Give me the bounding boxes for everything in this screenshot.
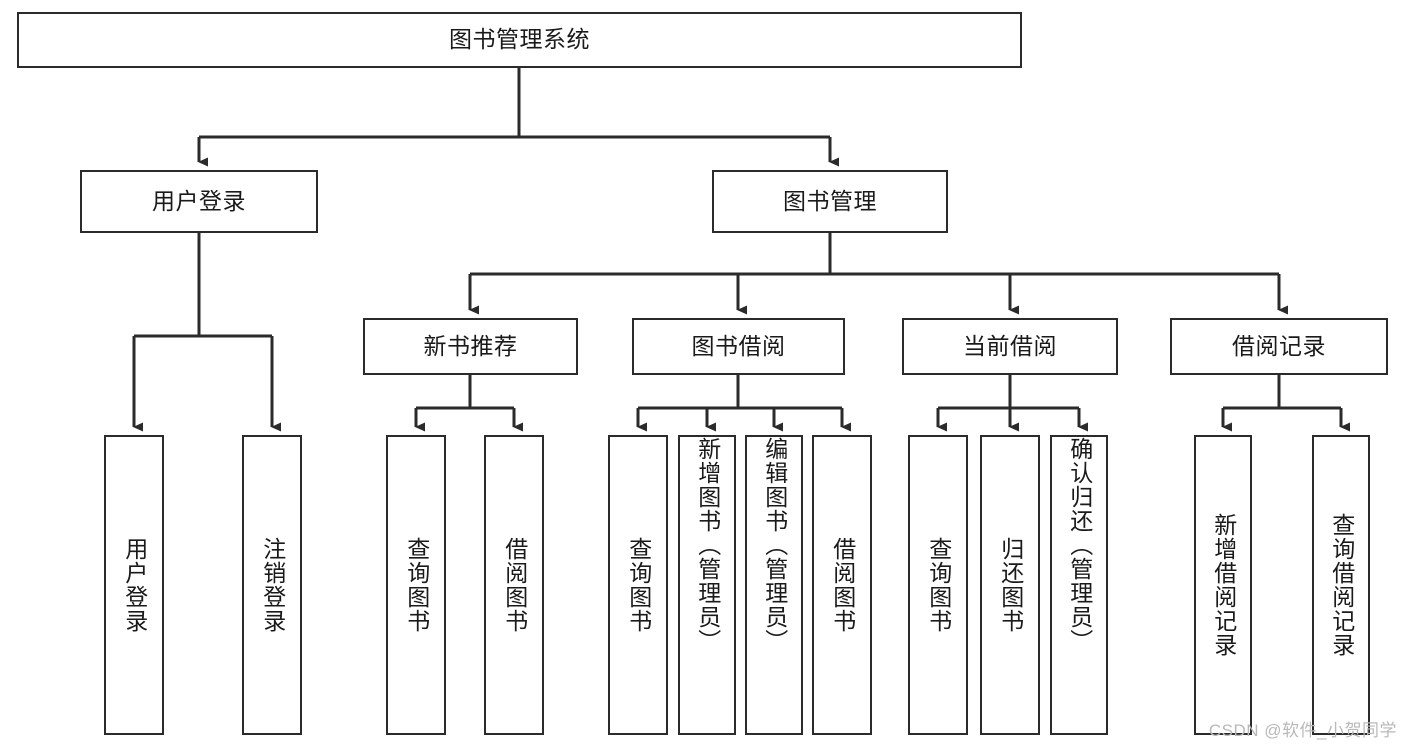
- leaf-query-book-current[interactable]: 查询图书: [908, 435, 968, 735]
- leaf-return-book[interactable]: 归还图书: [980, 435, 1040, 735]
- leaf-confirm-return-admin[interactable]: 确认归还（管理员）: [1050, 435, 1108, 735]
- leaf-user-login[interactable]: 用户登录: [104, 435, 164, 735]
- leaf-query-book-recommend[interactable]: 查询图书: [386, 435, 446, 735]
- node-current-borrow[interactable]: 当前借阅: [902, 318, 1118, 375]
- leaf-add-borrow-record-label: 新增借阅记录: [1210, 513, 1237, 657]
- leaf-edit-book-admin[interactable]: 编辑图书（管理员）: [745, 435, 803, 735]
- node-book-borrow[interactable]: 图书借阅: [632, 318, 845, 375]
- leaf-query-borrow-record[interactable]: 查询借阅记录: [1312, 435, 1370, 735]
- node-book-management[interactable]: 图书管理: [712, 170, 948, 233]
- leaf-query-book-borrow-label: 查询图书: [625, 537, 652, 633]
- node-book-management-label: 图书管理: [783, 187, 877, 214]
- leaf-add-book-admin-label: 新增图书（管理员）: [694, 437, 721, 653]
- leaf-confirm-return-admin-label: 确认归还（管理员）: [1066, 437, 1093, 653]
- leaf-query-book-current-label: 查询图书: [925, 537, 952, 633]
- node-user-login-label: 用户登录: [152, 187, 246, 214]
- node-new-book-recommend[interactable]: 新书推荐: [363, 318, 578, 375]
- leaf-borrow-book-recommend-label: 借阅图书: [501, 537, 528, 633]
- leaf-user-login-label: 用户登录: [121, 537, 148, 633]
- leaf-borrow-book[interactable]: 借阅图书: [812, 435, 872, 735]
- leaf-logout[interactable]: 注销登录: [242, 435, 302, 735]
- leaf-query-book-recommend-label: 查询图书: [403, 537, 430, 633]
- leaf-add-book-admin[interactable]: 新增图书（管理员）: [678, 435, 736, 735]
- node-root-label: 图书管理系统: [449, 26, 590, 53]
- leaf-add-borrow-record[interactable]: 新增借阅记录: [1194, 435, 1252, 735]
- leaf-edit-book-admin-label: 编辑图书（管理员）: [761, 437, 788, 653]
- node-borrow-record-label: 借阅记录: [1232, 332, 1326, 359]
- leaf-borrow-book-recommend[interactable]: 借阅图书: [484, 435, 544, 735]
- node-current-borrow-label: 当前借阅: [963, 332, 1057, 359]
- node-new-book-recommend-label: 新书推荐: [423, 332, 518, 359]
- node-book-borrow-label: 图书借阅: [691, 332, 786, 359]
- node-root[interactable]: 图书管理系统: [17, 12, 1022, 68]
- leaf-query-borrow-record-label: 查询借阅记录: [1328, 513, 1355, 657]
- leaf-return-book-label: 归还图书: [997, 537, 1024, 633]
- leaf-query-book-borrow[interactable]: 查询图书: [608, 435, 668, 735]
- leaf-borrow-book-label: 借阅图书: [829, 537, 856, 633]
- node-user-login[interactable]: 用户登录: [80, 170, 318, 233]
- node-borrow-record[interactable]: 借阅记录: [1170, 318, 1388, 375]
- leaf-logout-label: 注销登录: [259, 537, 286, 633]
